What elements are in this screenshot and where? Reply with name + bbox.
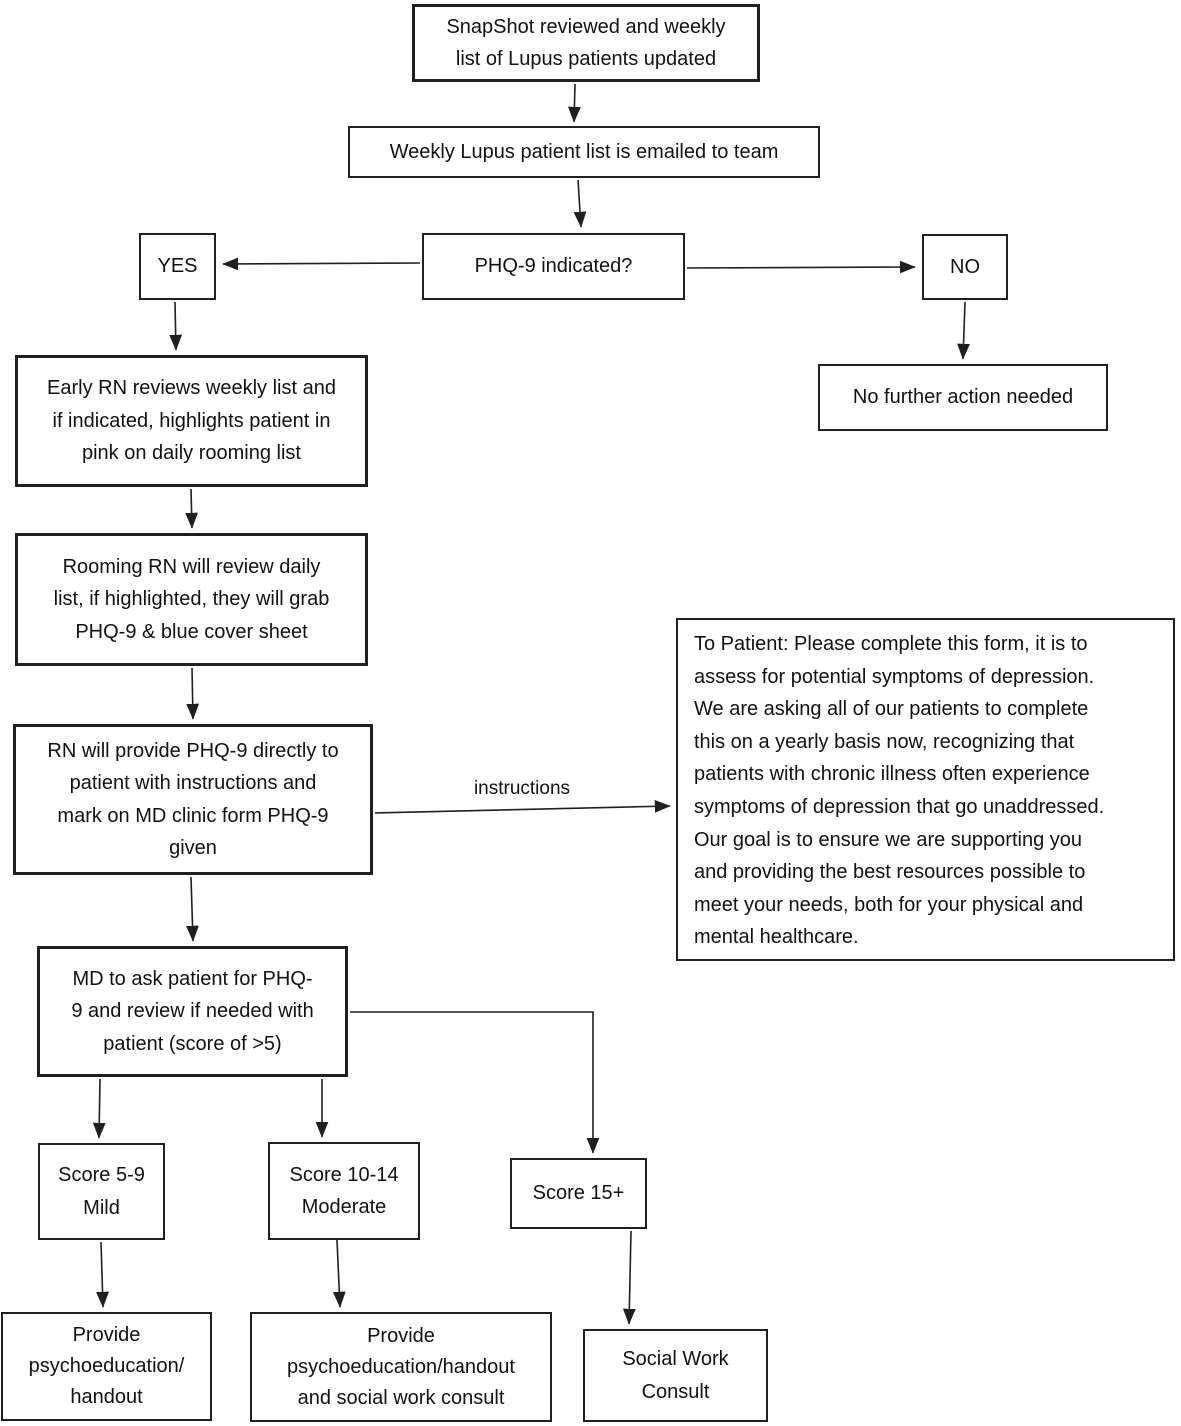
node-provide-psychoeducation: Provide psychoeducation/ handout [1,1312,212,1421]
arrow-provide-to-md [186,876,199,942]
node-score-mild: Score 5-9 Mild [38,1143,165,1240]
arrow-provide-to-patient-note [374,799,671,814]
arrow-phq9-to-no [686,260,916,274]
arrow-high-to-social-work [622,1230,636,1325]
node-early-rn-reviews: Early RN reviews weekly list and if indi… [15,355,368,487]
arrow-mild-to-psychoed [96,1241,109,1308]
node-yes: YES [139,233,216,300]
arrow-snapshot-to-weekly [568,83,581,123]
node-no: NO [922,234,1008,300]
arrow-early-to-rooming [185,488,199,529]
arrow-no-to-no-action [957,301,970,360]
arrow-md-to-score-mild [92,1078,106,1139]
arrow-yes-to-early-rn [169,301,183,351]
node-no-further-action: No further action needed [818,364,1108,431]
node-to-patient-instructions: To Patient: Please complete this form, i… [676,618,1175,961]
node-score-moderate: Score 10-14 Moderate [268,1142,420,1240]
edge-label-instructions: instructions [473,778,571,799]
node-rn-provide-phq9: RN will provide PHQ-9 directly to patien… [13,724,373,875]
node-snapshot-reviewed: SnapShot reviewed and weekly list of Lup… [412,4,760,82]
arrow-phq9-to-yes [222,257,421,271]
arrow-md-to-score-high [350,1011,600,1154]
node-provide-psychoeducation-social-work: Provide psychoeducation/handout and soci… [250,1312,552,1422]
node-rooming-rn-review: Rooming RN will review daily list, if hi… [15,533,368,666]
arrow-rooming-to-provide [186,667,200,720]
arrow-weekly-to-phq9 [573,179,587,228]
arrow-moderate-to-psychoed-sw [332,1239,346,1308]
node-phq9-indicated: PHQ-9 indicated? [422,233,685,300]
node-score-high: Score 15+ [510,1158,647,1229]
node-md-review: MD to ask patient for PHQ- 9 and review … [37,946,348,1077]
node-weekly-list-emailed: Weekly Lupus patient list is emailed to … [348,126,820,178]
node-social-work-consult: Social Work Consult [583,1329,768,1422]
